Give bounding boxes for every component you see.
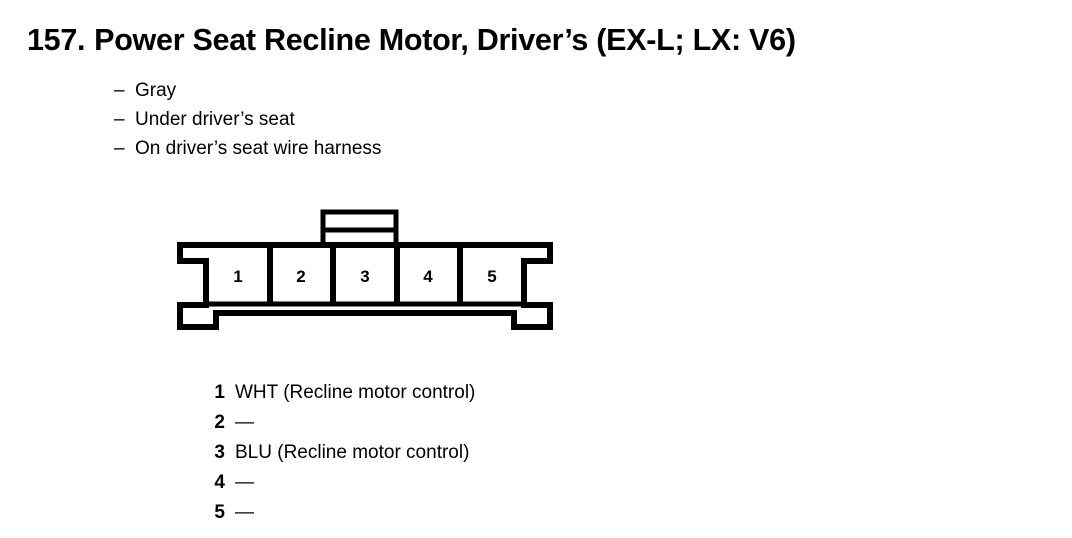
pinout-description: — xyxy=(235,412,254,433)
pinout-pin-number: 3 xyxy=(214,442,225,463)
connector-outline-svg: 1 2 3 4 5 xyxy=(177,209,553,330)
cavity-number-3: 3 xyxy=(360,267,369,286)
cavity-number-4: 4 xyxy=(423,267,433,286)
attribute-list: –Gray –Under driver’s seat –On driver’s … xyxy=(114,76,381,163)
attribute-item: –On driver’s seat wire harness xyxy=(114,134,381,163)
cavity-number-1: 1 xyxy=(233,267,242,286)
pinout-description: WHT (Recline motor control) xyxy=(235,382,476,403)
pinout-legend: 1 WHT (Recline motor control) 2 — 3 BLU … xyxy=(200,378,475,528)
page-title: 157.Power Seat Recline Motor, Driver’s (… xyxy=(27,24,796,55)
attribute-label: Under driver’s seat xyxy=(135,109,295,130)
entry-title-text: Power Seat Recline Motor, Driver’s (EX-L… xyxy=(94,22,796,57)
pinout-row: 5 — xyxy=(200,498,475,528)
pinout-row: 1 WHT (Recline motor control) xyxy=(200,378,475,408)
pinout-row: 2 — xyxy=(200,408,475,438)
connector-diagram: 1 2 3 4 5 xyxy=(170,203,560,338)
pinout-description: — xyxy=(235,472,254,493)
pinout-row: 3 BLU (Recline motor control) xyxy=(200,438,475,468)
attribute-item: –Under driver’s seat xyxy=(114,105,381,134)
entry-number: 157. xyxy=(27,22,86,57)
pinout-description: BLU (Recline motor control) xyxy=(235,442,470,463)
pinout-pin-number: 4 xyxy=(214,472,225,493)
dash-icon: – xyxy=(114,109,125,130)
attribute-item: –Gray xyxy=(114,76,381,105)
attribute-label: Gray xyxy=(135,80,177,101)
connector-body-outline xyxy=(177,242,553,330)
attribute-label: On driver’s seat wire harness xyxy=(135,138,382,159)
pinout-pin-number: 5 xyxy=(214,502,225,523)
dash-icon: – xyxy=(114,80,125,101)
pinout-pin-number: 2 xyxy=(214,412,225,433)
pinout-pin-number: 1 xyxy=(214,382,225,403)
pinout-row: 4 — xyxy=(200,468,475,498)
cavity-number-2: 2 xyxy=(296,267,305,286)
cavity-number-5: 5 xyxy=(487,267,496,286)
dash-icon: – xyxy=(114,138,125,159)
pinout-description: — xyxy=(235,502,254,523)
